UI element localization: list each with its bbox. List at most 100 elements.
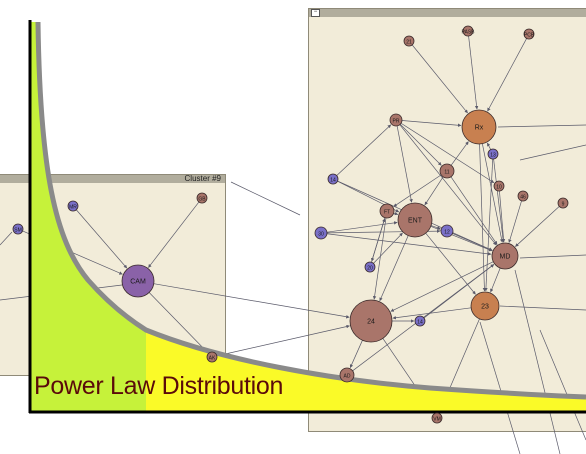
graph-node-circle[interactable] <box>339 367 355 383</box>
graph-node-21[interactable]: 21 <box>403 35 415 47</box>
graph-edge <box>336 124 392 176</box>
graph-node-label: GB <box>198 197 206 203</box>
graph-node-label: 30 <box>318 232 324 238</box>
network-panel-right: − <box>308 8 586 432</box>
graph-node-label: 20 <box>367 266 373 272</box>
graph-node-circle[interactable] <box>12 223 24 235</box>
graph-edge <box>430 225 441 230</box>
graph-node-circle[interactable] <box>389 113 403 127</box>
graph-node-circle[interactable] <box>414 315 426 327</box>
graph-node-mr[interactable]: MR <box>67 200 79 212</box>
graph-node-circle[interactable] <box>493 180 505 192</box>
graph-node-circle[interactable] <box>557 197 569 209</box>
graph-edge <box>216 324 350 357</box>
graph-edge <box>230 181 301 216</box>
graph-node-circle[interactable] <box>364 261 376 273</box>
graph-node-gb[interactable]: GB <box>196 192 208 204</box>
graph-node-12[interactable]: 12 <box>440 224 454 238</box>
graph-node-circle[interactable] <box>439 163 455 179</box>
cluster-panel-titlebar[interactable]: Cluster #9 <box>0 174 225 183</box>
graph-node-pr[interactable]: PR <box>389 113 403 127</box>
graph-node-20[interactable]: 20 <box>364 261 376 273</box>
network-panel-titlebar[interactable]: − <box>309 9 586 17</box>
graph-node-13[interactable]: 13 <box>487 148 499 160</box>
graph-node-label: 14 <box>330 178 336 184</box>
graph-node-circle[interactable] <box>470 291 500 321</box>
graph-node-circle[interactable] <box>196 192 208 204</box>
graph-node-circle[interactable] <box>314 226 328 240</box>
graph-edge <box>508 200 522 243</box>
graph-node-cam[interactable]: CAM <box>121 264 155 298</box>
graph-node-label: ENT <box>408 218 423 225</box>
graph-node-circle[interactable] <box>403 35 415 47</box>
graph-node-circle[interactable] <box>67 200 79 212</box>
graph-node-label: AD <box>344 374 351 380</box>
graph-node-vm[interactable]: VM <box>431 412 443 424</box>
graph-node-11[interactable]: 11 <box>439 163 455 179</box>
graph-node-24[interactable]: 24 <box>349 299 393 343</box>
graph-edge <box>482 143 504 243</box>
graph-node-circle[interactable] <box>206 351 218 363</box>
graph-edge <box>411 44 468 114</box>
graph-edge <box>519 144 586 161</box>
graph-node-pcb[interactable]: PCB <box>523 28 535 40</box>
graph-edge <box>490 267 501 293</box>
graph-node-circle[interactable] <box>517 190 529 202</box>
graph-edge <box>400 122 495 184</box>
collapse-button[interactable]: − <box>311 9 320 17</box>
graph-node-ent[interactable]: ENT <box>397 202 433 238</box>
graph-node-label: 46 <box>520 195 526 201</box>
graph-node-label: 14 <box>417 320 423 326</box>
graph-edge <box>468 35 479 110</box>
graph-node-circle[interactable] <box>121 264 155 298</box>
graph-node-23[interactable]: 23 <box>470 291 500 321</box>
graph-node-label: 9 <box>562 202 565 208</box>
graph-node-md[interactable]: MD <box>491 242 519 270</box>
graph-node-circle[interactable] <box>523 28 535 40</box>
graph-node-label: 13 <box>490 153 496 159</box>
graph-edge <box>450 141 469 166</box>
graph-edge <box>515 206 560 247</box>
graph-node-circle[interactable] <box>397 202 433 238</box>
power-law-fill-green <box>30 22 146 412</box>
graph-node-circle[interactable] <box>487 148 499 160</box>
graph-node-ak[interactable]: AK <box>206 351 218 363</box>
graph-edge <box>148 201 200 268</box>
graph-edge <box>392 307 472 320</box>
graph-node-circle[interactable] <box>440 224 454 238</box>
graph-edge <box>372 217 387 300</box>
graph-edge <box>486 142 492 150</box>
graph-node-sm[interactable]: SM <box>12 223 24 235</box>
graph-node-label: AK <box>209 356 216 362</box>
graph-node-circle[interactable] <box>327 173 339 185</box>
graph-node-circle[interactable] <box>491 242 519 270</box>
graph-node-label: VM <box>433 417 441 423</box>
graph-edge <box>76 209 128 269</box>
graph-node-pasb[interactable]: PASB <box>462 25 476 37</box>
graph-node-label: CAM <box>130 279 146 286</box>
graph-node-circle[interactable] <box>379 203 395 219</box>
graph-node-9[interactable]: 9 <box>557 197 569 209</box>
power-law-curve <box>35 21 586 400</box>
graph-edge <box>399 123 442 166</box>
graph-node-ad[interactable]: AD <box>339 367 355 383</box>
graph-node-circle[interactable] <box>349 299 393 343</box>
graph-edge <box>148 292 209 353</box>
graph-node-30[interactable]: 30 <box>314 226 328 240</box>
graph-edge <box>373 232 403 264</box>
graph-edge <box>484 158 494 292</box>
graph-node-label: MR <box>69 205 77 211</box>
graph-node-10[interactable]: 10 <box>493 180 505 192</box>
graph-node-ft[interactable]: FT <box>379 203 395 219</box>
graph-node-label: PCB <box>524 33 535 39</box>
graph-node-14[interactable]: 14 <box>414 315 426 327</box>
graph-node-rx[interactable]: Rx <box>461 109 497 145</box>
graph-node-46[interactable]: 46 <box>517 190 529 202</box>
graph-node-circle[interactable] <box>461 109 497 145</box>
graph-node-circle[interactable] <box>462 25 474 37</box>
graph-node-label: 11 <box>444 170 449 176</box>
graph-node-circle[interactable] <box>431 412 443 424</box>
graph-edge <box>396 125 413 203</box>
graph-node-14[interactable]: 14 <box>327 173 339 185</box>
